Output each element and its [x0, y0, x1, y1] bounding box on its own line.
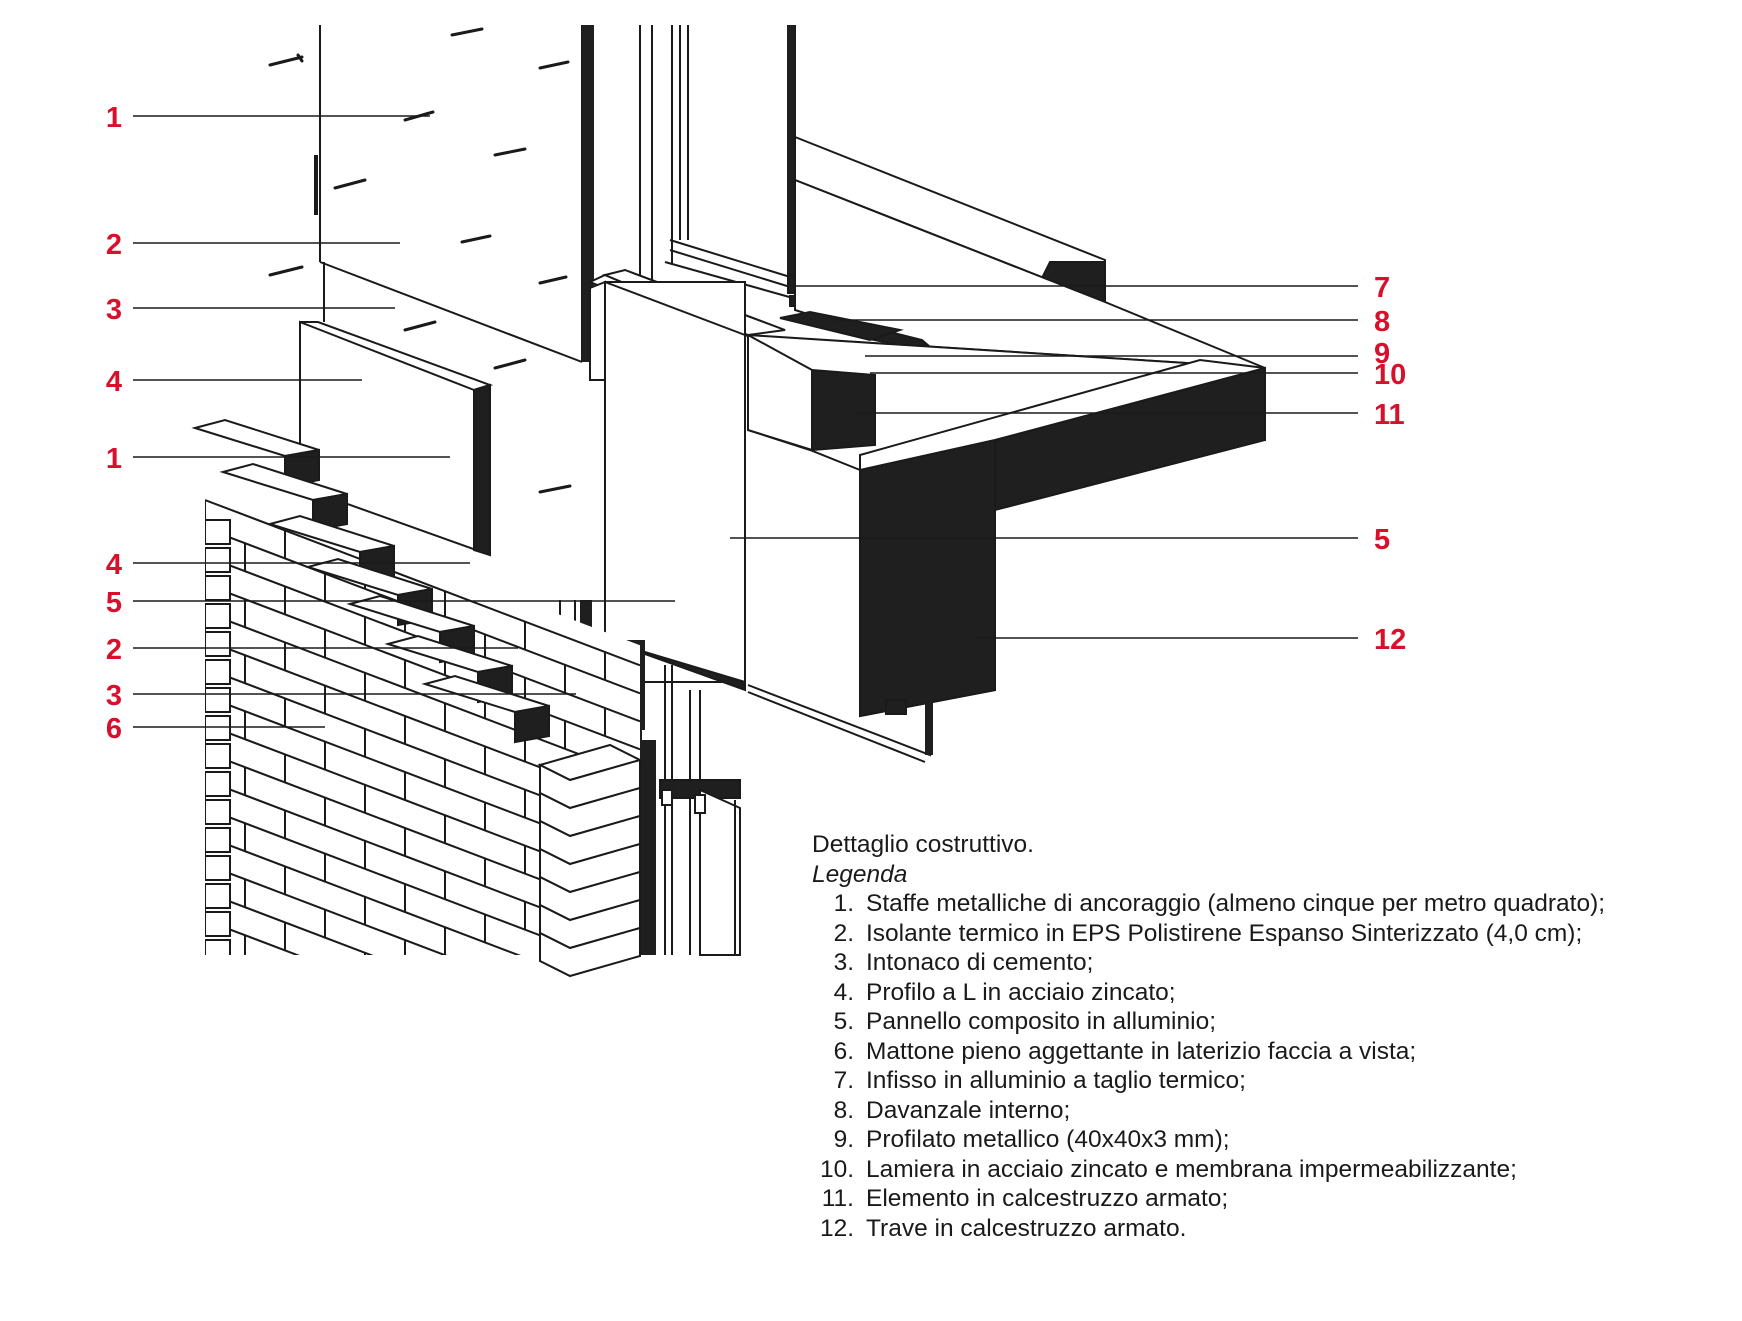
brick-end: [205, 799, 231, 825]
callout-left: 4: [106, 549, 122, 581]
brick-end: [205, 659, 231, 685]
legend-item-number: 12.: [819, 1214, 854, 1242]
legend-item-text: Profilato metallico (40x40x3 mm);: [866, 1126, 1230, 1153]
legend-item-number: 6.: [833, 1037, 854, 1065]
legend-item-number: 5.: [833, 1008, 854, 1035]
legend-item-number: 10.: [819, 1155, 854, 1183]
legend-list: 1. Staffe metalliche di ancoraggio (almen…: [812, 889, 1712, 1243]
legend-item-text: Staffe metalliche di ancoraggio (almeno …: [866, 890, 1606, 917]
callout-right: 10: [1374, 359, 1406, 391]
callout-right: 11: [1374, 399, 1405, 431]
legend-item: 1. Staffe metalliche di ancoraggio (almen…: [812, 889, 1712, 919]
legend-item: 8. Davanzale interno;: [812, 1096, 1712, 1126]
pier-course: [539, 926, 641, 978]
callouts-right: 7 8 9 10 11 5 12: [1374, 272, 1406, 656]
callout-left: 5: [106, 587, 122, 619]
brick-end: [205, 715, 231, 741]
legend-item: 5. Pannello composito in alluminio;: [812, 1007, 1712, 1037]
projecting-brick-end: [514, 704, 550, 744]
brick-course-line: [205, 1004, 640, 1169]
brick-end: [205, 883, 231, 909]
callout-left: 1: [106, 443, 122, 475]
legend-item: 3. Intonaco di cemento;: [812, 948, 1712, 978]
callout-left: 3: [106, 294, 122, 326]
legend-item-number: 1.: [833, 890, 854, 917]
brick-end: [205, 603, 231, 629]
legend-item-number: 9.: [833, 1126, 854, 1153]
brick-end: [205, 939, 231, 955]
brick-end: [205, 575, 231, 601]
legend-item: 9. Profilato metallico (40x40x3 mm);: [812, 1125, 1712, 1155]
legend-item-number: 8.: [833, 1096, 854, 1124]
legend-item-text: Davanzale interno;: [866, 1096, 1071, 1124]
legend-item-text: Pannello composito in alluminio;: [866, 1008, 1216, 1035]
callout-left: 1: [106, 102, 122, 134]
legend-item-text: Elemento in calcestruzzo armato;: [866, 1185, 1229, 1212]
brick-course-line: [205, 919, 640, 955]
brick-end: [205, 631, 231, 657]
legend-item-number: 4.: [833, 978, 854, 1006]
brick-course-line: [205, 583, 640, 751]
concrete-beam: [747, 333, 1266, 763]
legend: Dettaglio costruttivo. Legenda 1. Staffe …: [812, 830, 1712, 1243]
legend-item-text: Lamiera in acciaio zincato e membrana im…: [866, 1155, 1517, 1183]
brick-course-line: [205, 863, 640, 955]
legend-heading: Legenda: [812, 860, 908, 888]
callout-right: 7: [1374, 272, 1390, 304]
legend-item: 6. Mattone pieno aggettante in laterizio …: [812, 1037, 1712, 1067]
callout-right: 8: [1374, 306, 1390, 338]
legend-item: 11. Elemento in calcestruzzo armato;: [812, 1184, 1712, 1214]
callouts-left: 1 2 3 4 1 4 5 2 3 6: [106, 102, 122, 745]
brick-course-line: [205, 835, 640, 955]
legend-item: 12. Trave in calcestruzzo armato.: [812, 1214, 1712, 1244]
brick-course-line: [205, 1032, 640, 1197]
legend-item: 7. Infisso in alluminio a taglio termico;: [812, 1066, 1712, 1096]
legend-item-number: 2.: [833, 919, 854, 947]
legend-item-number: 7.: [833, 1067, 854, 1094]
brick-end: [205, 687, 231, 713]
legend-item-number: 11.: [821, 1185, 854, 1212]
callout-right: 9: [1374, 338, 1390, 370]
legend-item: 4. Profilo a L in acciaio zincato;: [812, 978, 1712, 1008]
brick-end: [205, 771, 231, 797]
brick-end: [205, 911, 231, 937]
composite-panel: [587, 268, 786, 692]
legend-item-text: Isolante termico in EPS Polistirene Espa…: [866, 919, 1583, 947]
brick-end: [205, 547, 231, 573]
callout-left: 2: [106, 229, 122, 261]
brick-end: [205, 519, 231, 545]
legend-item-text: Trave in calcestruzzo armato.: [866, 1214, 1187, 1242]
brick-end: [205, 968, 230, 992]
brick-course-line: [205, 499, 640, 667]
brick-end: [205, 827, 231, 853]
leader-lines: [133, 115, 1358, 728]
legend-item-text: Intonaco di cemento;: [866, 949, 1094, 976]
legend-item-text: Infisso in alluminio a taglio termico;: [866, 1067, 1246, 1094]
legend-item-text: Profilo a L in acciaio zincato;: [866, 978, 1176, 1006]
callout-left: 6: [106, 713, 122, 745]
legend-item-text: Mattone pieno aggettante in laterizio fa…: [866, 1037, 1417, 1065]
brick-end: [205, 743, 231, 769]
callout-left: 4: [106, 366, 122, 398]
callout-left: 2: [106, 634, 122, 666]
callout-left: 3: [106, 680, 122, 712]
callout-right: 12: [1374, 624, 1406, 656]
upper-wall: [314, 25, 594, 363]
legend-item: 2. Isolante termico in EPS Polistirene Es…: [812, 919, 1712, 949]
legend-caption: Dettaglio costruttivo.: [812, 831, 1034, 858]
window-frame: [639, 25, 805, 307]
brick-course-line: [205, 976, 640, 1141]
brick-course-line: [205, 891, 640, 955]
brick-end: [205, 855, 231, 881]
interior-sill: [779, 135, 1266, 370]
legend-item: 10. Lamiera in acciaio zincato e membrana…: [812, 1155, 1712, 1185]
brick-wall: [191, 418, 643, 1197]
callout-right: 5: [1374, 524, 1390, 556]
legend-item-number: 3.: [833, 949, 854, 976]
